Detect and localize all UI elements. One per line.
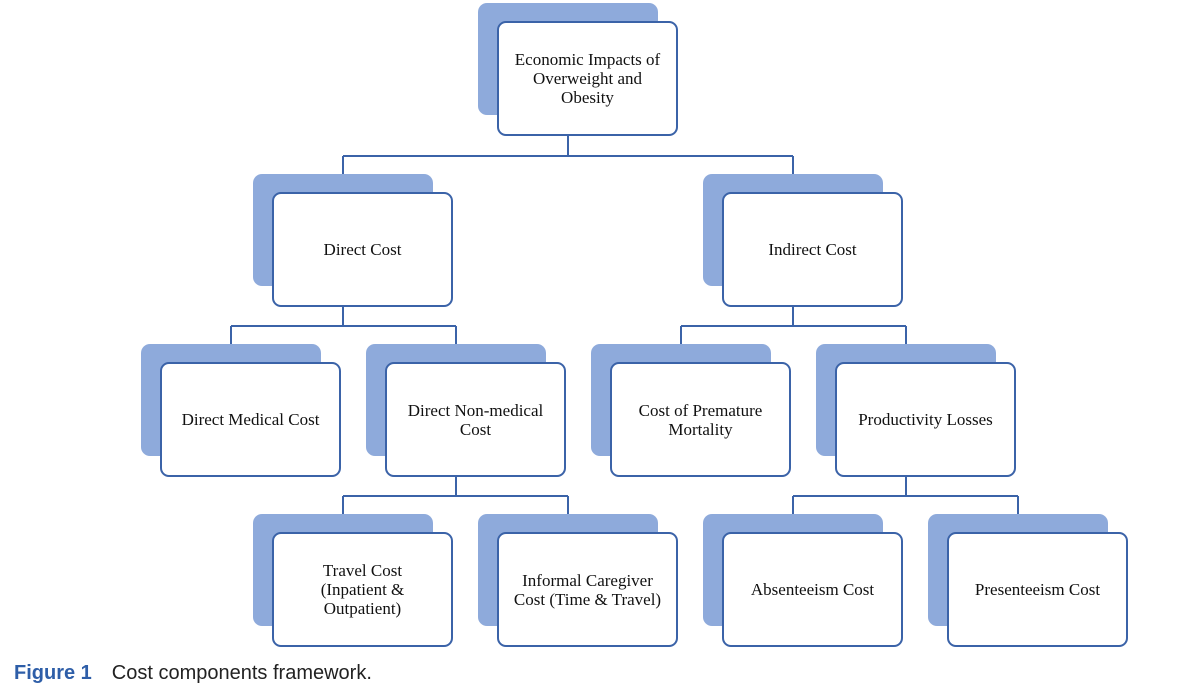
node-box: Cost of Premature Mortality [610,362,791,477]
figure-caption: Figure 1 Cost components framework. [14,662,372,685]
node-direct-nonmedical-cost: Direct Non-medical Cost [366,344,566,477]
connector-direct [230,306,457,345]
node-label-presenteeism-cost: Presenteeism Cost [974,580,1101,599]
node-box: Indirect Cost [722,192,903,307]
connector-nonmedical [342,476,569,515]
node-label-premature-mortality: Cost of Premature Mortality [638,400,763,439]
node-travel-cost: Travel Cost (Inpatient & Outpatient) [253,514,453,647]
node-productivity-losses: Productivity Losses [816,344,1016,477]
node-label-direct-cost: Direct Cost [323,240,402,259]
node-absenteeism-cost: Absenteeism Cost [703,514,903,647]
node-direct-cost: Direct Cost [253,174,453,307]
node-box: Direct Non-medical Cost [385,362,566,477]
node-informal-caregiver-cost: Informal Caregiver Cost (Time & Travel) [478,514,678,647]
node-presenteeism-cost: Presenteeism Cost [928,514,1128,647]
node-direct-medical-cost: Direct Medical Cost [141,344,341,477]
node-box: Travel Cost (Inpatient & Outpatient) [272,532,453,647]
node-label-indirect-cost: Indirect Cost [768,240,857,259]
connector-indirect [680,306,907,345]
node-box: Economic Impacts of Overweight and Obesi… [497,21,678,136]
node-box: Direct Medical Cost [160,362,341,477]
node-label-absenteeism-cost: Absenteeism Cost [750,580,875,599]
node-indirect-cost: Indirect Cost [703,174,903,307]
node-box: Absenteeism Cost [722,532,903,647]
connector-productivity [792,476,1019,515]
node-label-direct-medical-cost: Direct Medical Cost [181,410,320,429]
node-box: Presenteeism Cost [947,532,1128,647]
node-premature-mortality: Cost of Premature Mortality [591,344,791,477]
connector-root [342,136,794,175]
node-label-travel-cost: Travel Cost (Inpatient & Outpatient) [320,561,405,618]
node-label-direct-nonmedical-cost: Direct Non-medical Cost [407,400,544,439]
figure-label: Figure 1 [14,662,92,684]
node-box: Informal Caregiver Cost (Time & Travel) [497,532,678,647]
node-label-root: Economic Impacts of Overweight and Obesi… [514,50,661,107]
node-label-informal-caregiver-cost: Informal Caregiver Cost (Time & Travel) [513,570,662,609]
node-label-productivity-losses: Productivity Losses [858,410,993,429]
figure-caption-text: Cost components framework. [111,662,372,684]
node-box: Productivity Losses [835,362,1016,477]
node-root: Economic Impacts of Overweight and Obesi… [478,3,678,136]
node-box: Direct Cost [272,192,453,307]
